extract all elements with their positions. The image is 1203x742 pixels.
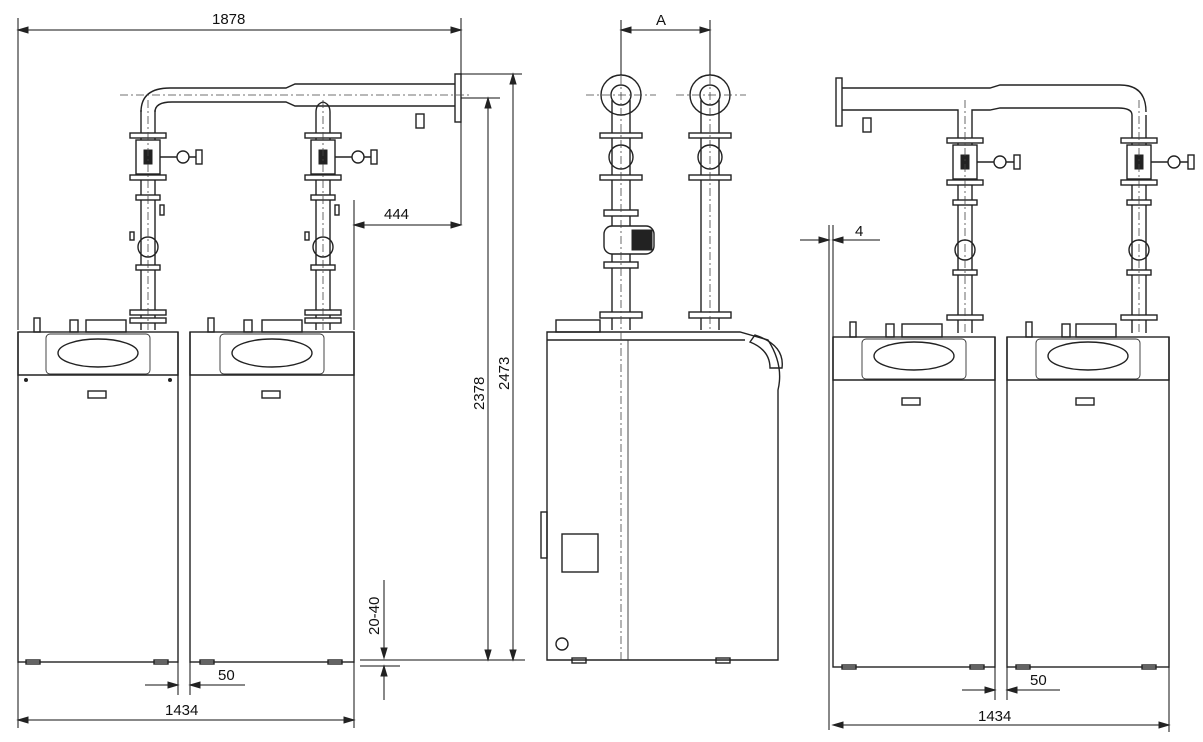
- right-front-view: [832, 77, 1195, 670]
- left-boiler-2-window: [231, 338, 313, 368]
- left-boiler-1-label-plate: [87, 390, 107, 399]
- dimension-labels: 1878 A 444 2378 2473 20-40 50 1434 4 50 …: [165, 11, 1047, 725]
- left-boiler-2-foot-right: [327, 659, 343, 665]
- left-header-sensor: [415, 113, 425, 129]
- left-header-flange: [454, 73, 462, 123]
- left-boiler-2-label-plate: [261, 390, 281, 399]
- dim-wall-gap: 4: [855, 223, 863, 240]
- dim-width-left: 1434: [165, 702, 198, 719]
- dim-gap-left: 50: [218, 667, 235, 684]
- left-front-view: [17, 73, 470, 665]
- middle-drain: [555, 637, 569, 651]
- middle-boiler-cover: [748, 334, 783, 369]
- left-boiler-2-foot-left: [199, 659, 215, 665]
- right-boiler-2-body: [1006, 336, 1170, 668]
- left-boiler-1-screw-2: [168, 378, 172, 382]
- dim-gap-right: 50: [1030, 672, 1047, 689]
- left-header-pipe: [120, 73, 470, 129]
- right-boiler-1-window: [873, 341, 955, 371]
- left-boiler-1-screw: [24, 378, 28, 382]
- left-boiler-1-stub: [33, 317, 41, 333]
- left-boiler-1-foot-right: [153, 659, 169, 665]
- dimension-lines: [16, 18, 1171, 732]
- right-boiler-1-body: [832, 336, 996, 668]
- left-boiler-2-panel: [189, 332, 355, 376]
- right-boiler-1: [832, 321, 996, 670]
- left-boiler-1-stub-2: [69, 319, 79, 333]
- left-boiler-1-body: [17, 331, 179, 663]
- left-vertical-pipes: [129, 110, 378, 330]
- left-boiler-1-window-frame: [45, 333, 151, 375]
- left-boiler-2-body: [189, 331, 355, 663]
- left-boiler-1-window: [57, 338, 139, 368]
- middle-side-handle: [540, 511, 548, 559]
- right-header-flange: [835, 77, 843, 127]
- dim-pipe-offset-a: A: [656, 12, 666, 29]
- left-boiler-1-panel: [17, 332, 179, 376]
- left-boiler-2: [189, 317, 355, 665]
- left-boiler-2-stub-2: [243, 319, 253, 333]
- middle-side-view: [540, 60, 783, 664]
- dim-444: 444: [384, 206, 409, 223]
- right-boiler-2-window: [1047, 341, 1129, 371]
- left-boiler-2-window-frame: [219, 333, 325, 375]
- left-boiler-2-top-cap: [261, 319, 303, 333]
- dim-width-right: 1434: [978, 708, 1011, 725]
- left-boiler-1-foot-left: [25, 659, 41, 665]
- dim-height-2378: 2378: [471, 377, 488, 410]
- circulation-pump-motor: [631, 229, 653, 251]
- dim-height-2473: 2473: [496, 357, 513, 390]
- left-boiler-1-top-cap: [85, 319, 127, 333]
- middle-boiler-body: [546, 331, 781, 661]
- middle-access-panel: [561, 533, 599, 573]
- right-header-sensor: [862, 117, 872, 133]
- left-boiler-1: [17, 317, 179, 665]
- left-boiler-2-stub: [207, 317, 215, 333]
- dim-adjust-20-40: 20-40: [366, 597, 383, 635]
- dim-overall-width: 1878: [212, 11, 245, 28]
- right-boiler-2: [1006, 321, 1170, 670]
